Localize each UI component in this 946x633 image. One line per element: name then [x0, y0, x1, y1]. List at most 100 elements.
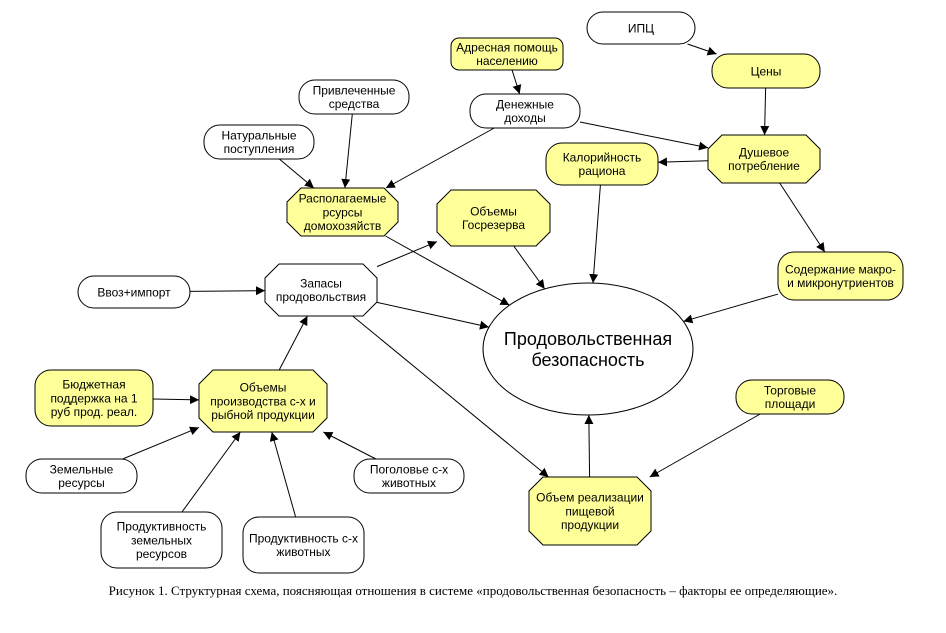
node-shape	[34, 369, 154, 427]
node-label: производства с-х и	[210, 394, 315, 408]
node-label: Продуктивность	[117, 520, 207, 534]
node-label: руб прод. реал.	[51, 405, 138, 419]
node-import: Ввоз+импорт	[77, 275, 191, 309]
node-label: и микронутриентов	[787, 276, 894, 290]
edge-land-to-production	[122, 426, 200, 460]
edge-micro-to-security	[683, 293, 779, 324]
edge-money_income-to-per_capita	[579, 121, 709, 151]
node-label: площади	[765, 397, 816, 411]
node-label: поступления	[224, 142, 295, 156]
node-label: животных	[382, 476, 436, 490]
node-shape	[203, 124, 315, 160]
node-label: Привлеченные	[313, 83, 396, 97]
node-shape	[545, 142, 659, 186]
node-label: Ввоз+импорт	[97, 285, 171, 299]
edge-import-to-stocks	[189, 286, 266, 296]
node-label: Объемы	[470, 204, 517, 218]
edge-ipc-to-prices	[687, 43, 717, 56]
node-shape	[707, 134, 821, 184]
edge-calories-to-security	[589, 184, 601, 284]
node-label: Запасы	[300, 276, 342, 290]
edge-trade-to-sales	[649, 413, 761, 478]
edge-per_capita-to-micro	[779, 182, 826, 253]
edge-production-to-stocks	[278, 315, 308, 371]
node-shape	[353, 458, 465, 494]
node-shape	[298, 79, 410, 115]
node-label: Продовольственная	[504, 329, 672, 349]
node-label: Госрезерва	[462, 218, 525, 232]
node-label: Бюджетная	[62, 378, 125, 392]
node-shape	[586, 11, 696, 45]
node-prices: Цены	[711, 53, 821, 89]
edge-stocks-to-reserve	[376, 240, 438, 268]
node-label: Поголовье с-х	[370, 462, 448, 476]
node-label: продовольствия	[276, 290, 366, 304]
node-micro: Содержание макро-и микронутриентов	[777, 251, 904, 301]
node-shape	[777, 251, 904, 301]
node-shape	[711, 53, 821, 89]
node-label: Адресная помощь	[456, 40, 558, 54]
node-label: Объем реализации	[536, 491, 644, 505]
node-label: ресурсов	[136, 547, 187, 561]
node-label: средства	[329, 97, 380, 111]
node-shape	[77, 275, 191, 309]
node-label: Располагаемые	[299, 192, 387, 206]
node-label: рыбной продукции	[211, 408, 315, 422]
node-label: безопасность	[531, 350, 644, 370]
edge-budget-to-production	[152, 395, 200, 405]
edge-address_help-to-money_income	[511, 69, 522, 95]
edge-per_capita-to-calories	[657, 157, 709, 167]
edge-natural-to-household	[278, 158, 315, 189]
node-shape	[450, 37, 564, 71]
node-label: Торговые	[764, 383, 817, 397]
edge-money_income-to-household	[385, 127, 495, 189]
node-label: доходы	[504, 111, 545, 125]
node-label: животных	[276, 545, 330, 559]
edge-stocks-to-security	[376, 301, 490, 330]
node-label: продукции	[561, 518, 619, 532]
node-label: поддержка на 1	[50, 391, 137, 405]
edge-animal_prod-to-production	[269, 431, 297, 518]
node-shape	[735, 379, 845, 415]
edge-stocks-to-sales	[352, 315, 549, 478]
node-label: Объемы	[240, 381, 287, 395]
node-shape	[528, 476, 652, 546]
node-label: ресурсы	[58, 476, 105, 490]
node-label: Цены	[751, 64, 782, 78]
node-label: Натуральные	[221, 128, 296, 142]
node-label: Содержание макро-	[785, 262, 896, 276]
node-label: Калорийность	[563, 150, 642, 164]
node-shape	[469, 93, 581, 129]
node-label: населению	[476, 54, 538, 68]
edge-sales-to-security	[584, 414, 594, 478]
edge-household-to-security	[385, 235, 510, 306]
edge-attracted-to-household	[341, 113, 353, 189]
node-label: Денежные	[496, 97, 554, 111]
node-label: потребление	[728, 159, 800, 173]
edge-land_prod-to-production	[181, 431, 241, 513]
node-label: Душевое	[739, 145, 790, 159]
node-label: ИПЦ	[628, 21, 654, 35]
edges	[122, 43, 826, 518]
node-label: домохозяйств	[304, 219, 381, 233]
edge-reserve-to-security	[513, 245, 546, 290]
node-label: рсурсы	[323, 205, 363, 219]
node-label: земельных	[131, 533, 192, 547]
node-shape	[482, 282, 694, 416]
